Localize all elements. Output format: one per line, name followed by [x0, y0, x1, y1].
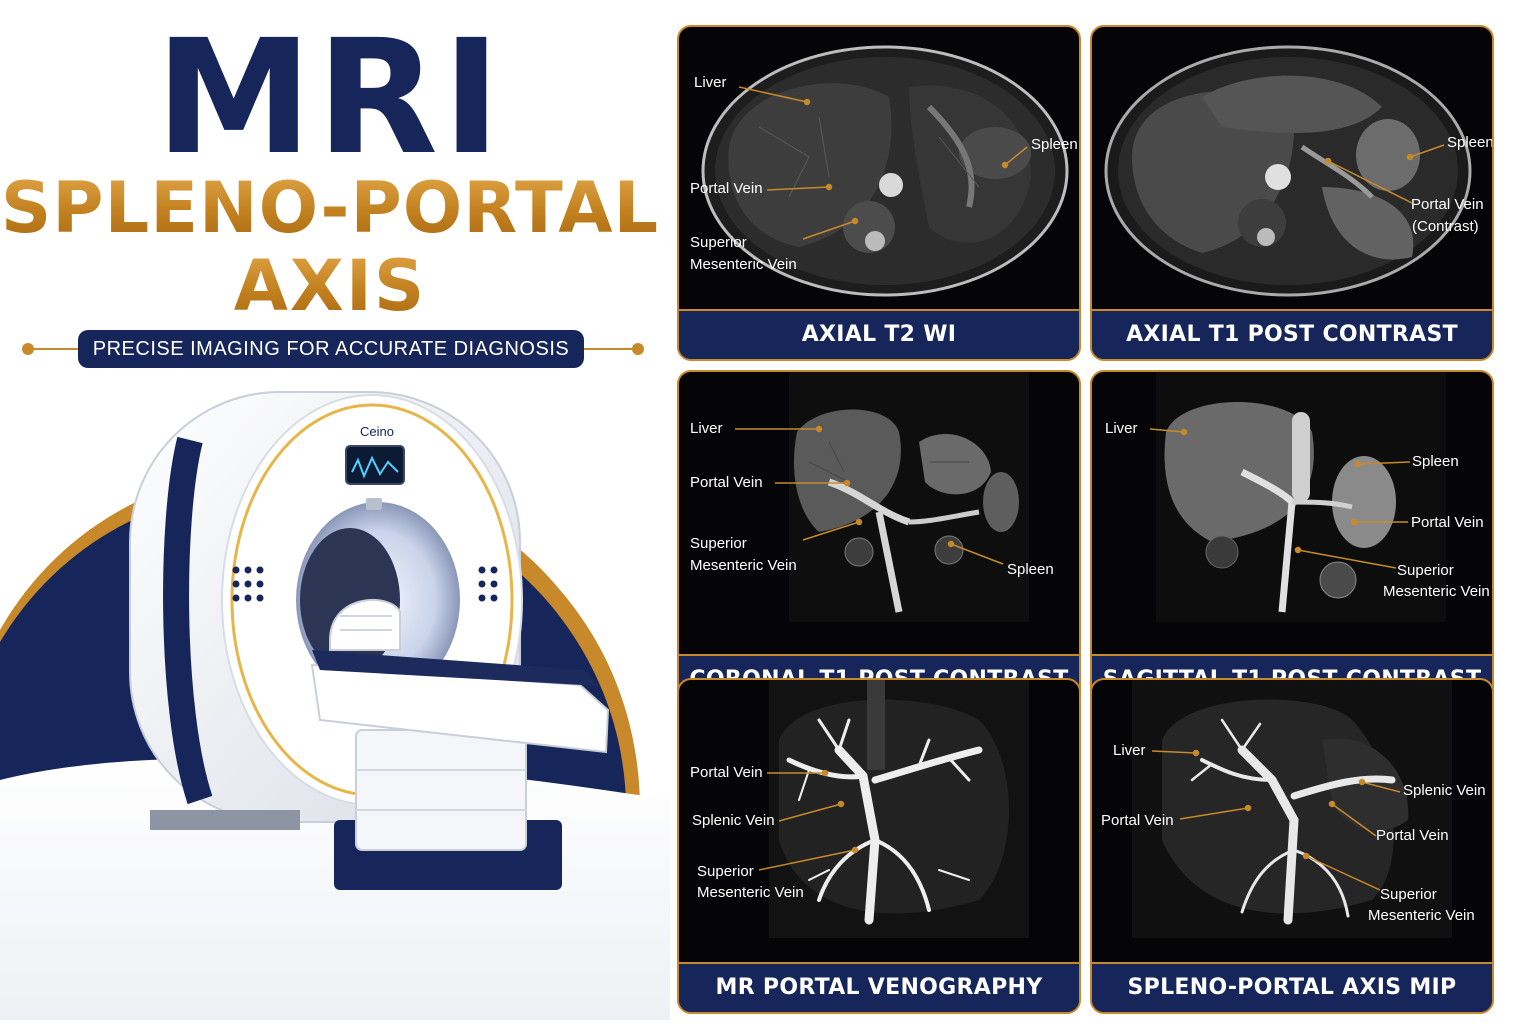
label-portal-vein: Portal Vein — [690, 474, 763, 491]
label-portal-vein: Portal Vein — [1411, 514, 1484, 531]
label-spleen: Spleen — [1031, 136, 1078, 153]
caption-axial-t2: AXIAL T2 WI — [679, 309, 1079, 359]
coronal-t1-scan-image — [735, 372, 1029, 622]
caption-spleno-portal-mip: SPLENO-PORTAL AXIS MIP — [1092, 962, 1492, 1012]
tagline-dot-right — [632, 343, 644, 355]
label-superior: Superior — [690, 535, 747, 552]
label-mesenteric-vein: Mesenteric Vein — [697, 884, 804, 901]
panel-mr-portal-venography: Portal Vein Splenic Vein Superior Mesent… — [677, 678, 1081, 1014]
panel-axial-t2: Liver Spleen Portal Vein Superior Mesent… — [677, 25, 1081, 361]
label-mesenteric-vein: Mesenteric Vein — [1368, 907, 1475, 924]
label-superior: Superior — [1397, 562, 1454, 579]
axial-t1-scan-image — [1104, 45, 1472, 297]
title-spleno-portal: SPLENO-PORTAL — [0, 167, 660, 249]
panel-axial-t1: Spleen Portal Vein (Contrast) AXIAL T1 P… — [1090, 25, 1494, 361]
label-liver: Liver — [694, 74, 727, 91]
label-superior: Superior — [690, 234, 747, 251]
sagittal-t1-scan-image — [1149, 372, 1446, 622]
label-superior: Superior — [1380, 886, 1437, 903]
axial-t2-scan-image — [701, 45, 1069, 297]
label-portal-vein: Portal Vein — [1411, 196, 1484, 213]
mip-scan-image — [1132, 680, 1452, 938]
label-mesenteric-vein: Mesenteric Vein — [690, 256, 797, 273]
title-mri: MRI — [155, 6, 505, 190]
label-liver: Liver — [690, 420, 723, 437]
venography-scan-image — [758, 680, 1029, 938]
label-liver: Liver — [1105, 420, 1138, 437]
label-spleen: Spleen — [1412, 453, 1459, 470]
tagline-pill: PRECISE IMAGING FOR ACCURATE DIAGNOSIS — [78, 330, 584, 368]
label-mesenteric-vein: Mesenteric Vein — [1383, 583, 1490, 600]
label-spleen: Spleen — [1447, 134, 1494, 151]
caption-mr-portal-venography: MR PORTAL VENOGRAPHY — [679, 962, 1079, 1012]
mri-scanner-icon — [0, 391, 670, 1020]
panel-coronal-t1: Liver Portal Vein Superior Mesenteric Ve… — [677, 370, 1081, 706]
label-contrast: (Contrast) — [1412, 218, 1479, 235]
label-portal-vein-left: Portal Vein — [1101, 812, 1174, 829]
label-portal-vein: Portal Vein — [690, 764, 763, 781]
panel-sagittal-t1: Liver Spleen Portal Vein Superior Mesent… — [1090, 370, 1494, 706]
label-mesenteric-vein: Mesenteric Vein — [690, 557, 797, 574]
title-axis: AXIS — [0, 246, 660, 326]
label-splenic-vein: Splenic Vein — [692, 812, 775, 829]
caption-axial-t1: AXIAL T1 POST CONTRAST — [1092, 309, 1492, 359]
panel-spleno-portal-mip: Liver Splenic Vein Portal Vein Portal Ve… — [1090, 678, 1494, 1014]
label-splenic-vein: Splenic Vein — [1403, 782, 1486, 799]
label-superior: Superior — [697, 863, 754, 880]
label-portal-vein: Portal Vein — [690, 180, 763, 197]
label-portal-vein-right: Portal Vein — [1376, 827, 1449, 844]
label-liver: Liver — [1113, 742, 1146, 759]
label-spleen: Spleen — [1007, 561, 1054, 578]
mri-scanner-illustration: Ceino — [0, 380, 670, 1020]
tagline-dot-left — [22, 343, 34, 355]
scanner-brand: Ceino — [360, 424, 394, 439]
